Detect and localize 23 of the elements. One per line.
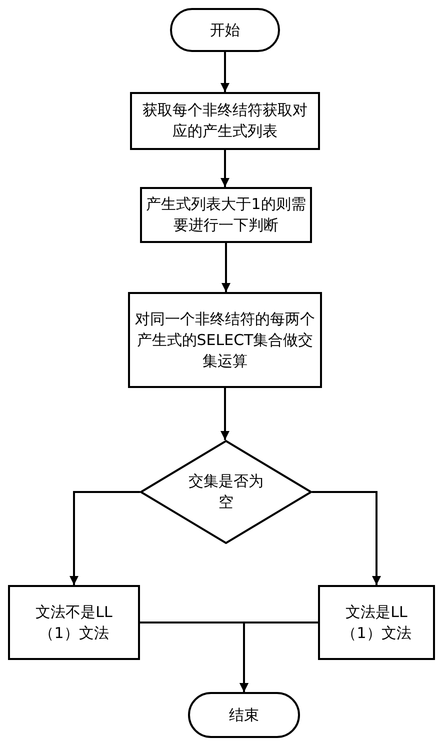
node-label: 文法是LL（1）文法 [340,602,412,644]
decision-diamond [140,440,312,544]
process-box [8,585,140,660]
node-label: 获取每个非终结符获取对应的产生式列表 [142,100,308,142]
node-label: 交集是否为空 [188,471,264,513]
node-label: 对同一个非终结符的每两个产生式的SELECT集合做交集运算 [134,308,316,372]
process-box [140,187,312,243]
node-label: 结束 [229,704,259,726]
arrow [240,622,318,692]
arrow [312,491,381,585]
arrow [222,243,230,292]
arrow [70,491,140,585]
node-label: 产生式列表大于1的则需要进行一下判断 [146,194,306,236]
arrow [220,52,230,92]
process-box [128,292,322,388]
start-terminal [170,8,280,52]
node-label: 开始 [210,20,240,40]
process-box [130,92,320,150]
arrow [220,150,230,187]
end-terminal [188,692,300,738]
node-label: 文法不是LL（1）文法 [34,602,114,644]
arrow [220,388,230,440]
process-box [318,585,435,660]
